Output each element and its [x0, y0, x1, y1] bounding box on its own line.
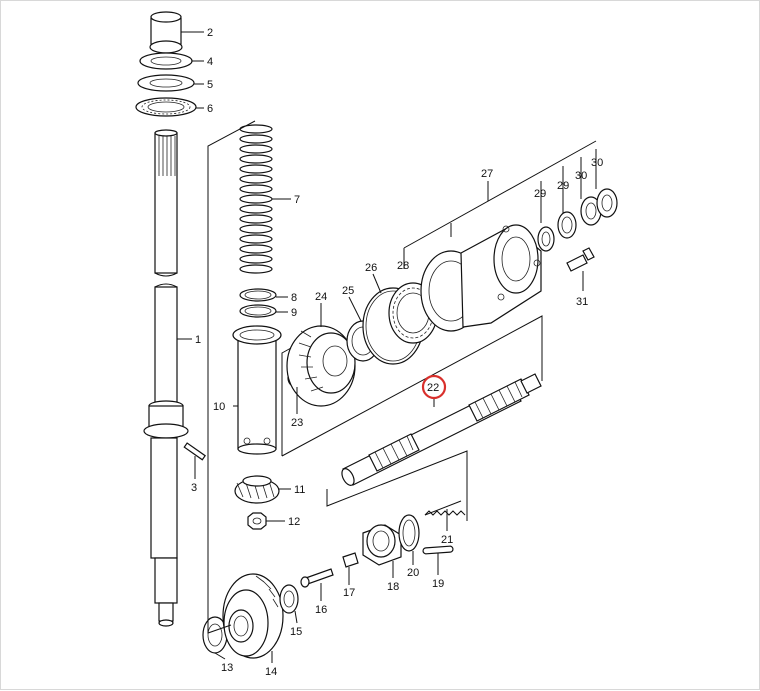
- callout-labels: 2 4 5 6 1 3 7 8 9 10 11 12 13 14 15 16 1…: [191, 27, 603, 678]
- callout-8: 8: [291, 292, 297, 304]
- part-9-shim[interactable]: [239, 304, 277, 318]
- callout-14: 14: [265, 666, 277, 678]
- callout-1: 1: [195, 334, 201, 346]
- callout-13: 13: [221, 662, 233, 674]
- callout-19: 19: [432, 578, 444, 590]
- part-29-needle-bearing-b[interactable]: [557, 211, 577, 239]
- part-5-washer[interactable]: [137, 74, 195, 92]
- part-27-propeller-shaft-housing[interactable]: [420, 224, 542, 332]
- callout-11: 11: [294, 484, 305, 496]
- part-31-bolt[interactable]: [566, 247, 595, 272]
- callout-17: 17: [343, 587, 355, 599]
- part-11-pinion-gear[interactable]: [234, 475, 280, 504]
- callout-23: 23: [291, 417, 303, 429]
- part-7-spring[interactable]: [239, 124, 273, 274]
- part-20-spring-ring[interactable]: [398, 514, 420, 552]
- part-6-thrust-bearing[interactable]: [135, 97, 197, 117]
- part-29-needle-bearing-a[interactable]: [537, 226, 555, 252]
- part-3-pin[interactable]: [183, 442, 206, 461]
- part-1-drive-shaft[interactable]: [143, 129, 189, 627]
- callout-3: 3: [191, 482, 197, 494]
- callout-30b: 30: [591, 157, 603, 169]
- leader-lines: [177, 31, 597, 663]
- callout-25: 25: [342, 285, 354, 297]
- callout-18: 18: [387, 581, 399, 593]
- part-30-oil-seal-b[interactable]: [596, 188, 618, 218]
- part-12-nut[interactable]: [247, 512, 267, 530]
- part-21-clutch-spring[interactable]: [424, 500, 466, 516]
- callout-10: 10: [213, 401, 225, 413]
- highlighted-callout-22[interactable]: 22: [421, 374, 447, 400]
- callout-9: 9: [291, 307, 297, 319]
- callout-22: 22: [427, 382, 439, 394]
- part-14-forward-gear[interactable]: [222, 573, 284, 659]
- callout-2: 2: [207, 27, 213, 39]
- part-17-clutch-pin[interactable]: [342, 552, 359, 568]
- callout-12: 12: [288, 516, 300, 528]
- callout-20: 20: [407, 567, 419, 579]
- callout-16: 16: [315, 604, 327, 616]
- callout-4: 4: [207, 56, 213, 68]
- callout-29a: 29: [534, 188, 546, 200]
- callout-21: 21: [441, 534, 453, 546]
- callout-7: 7: [294, 194, 300, 206]
- callout-31: 31: [576, 296, 588, 308]
- part-10-sleeve[interactable]: [232, 325, 282, 455]
- part-19-cross-pin[interactable]: [422, 545, 454, 555]
- callout-29b: 29: [557, 180, 569, 192]
- part-16-push-rod[interactable]: [300, 568, 334, 588]
- callout-27: 27: [481, 168, 493, 180]
- part-22-propeller-shaft[interactable]: [339, 373, 542, 487]
- part-15-shim[interactable]: [279, 584, 299, 614]
- part-2-bushing[interactable]: [149, 11, 183, 54]
- part-18-clutch-dog[interactable]: [362, 524, 402, 566]
- callout-30a: 30: [575, 170, 587, 182]
- callout-15: 15: [290, 626, 302, 638]
- callout-5: 5: [207, 79, 213, 91]
- callout-6: 6: [207, 103, 213, 115]
- part-4-washer[interactable]: [139, 52, 193, 70]
- part-24-reverse-gear[interactable]: [286, 325, 356, 407]
- callout-26: 26: [365, 262, 377, 274]
- part-8-shim[interactable]: [239, 288, 277, 302]
- callout-28: 28: [397, 260, 409, 272]
- callout-24: 24: [315, 291, 327, 303]
